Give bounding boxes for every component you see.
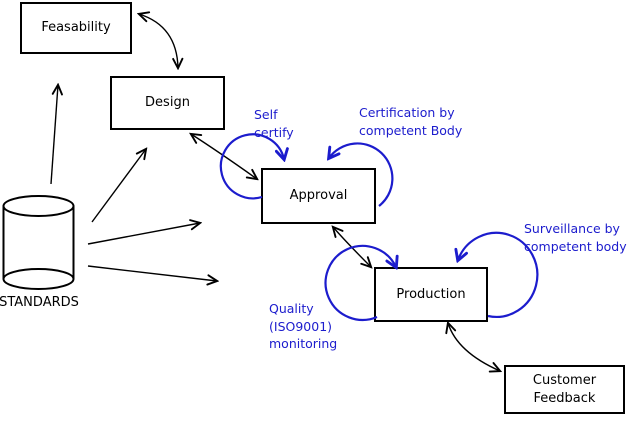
arrow-standards-to-feasability: [50, 85, 58, 185]
design-label: Design: [145, 95, 190, 110]
arrow-standards-to-production: [87, 265, 217, 281]
surveillance-line1: Surveillance by: [524, 221, 620, 236]
self-certify-line1: Self: [254, 107, 278, 122]
standards-label: STANDARDS: [0, 295, 79, 310]
production-label: Production: [396, 286, 466, 302]
approval-label: Approval: [289, 188, 348, 203]
arrow-standards-to-approval: [87, 223, 200, 245]
customer-feedback-label-line2: Feedback: [533, 390, 596, 406]
customer-feedback-box: [504, 365, 625, 414]
surveillance-annotation: Surveillance by competent body: [524, 220, 627, 255]
quality-annotation: Quality (ISO9001) monitoring: [269, 300, 337, 353]
certification-annotation: Certification by competent Body: [359, 104, 462, 139]
approval-box: [261, 168, 376, 224]
loop-surveillance: [458, 231, 539, 318]
customer-feedback-label: Customer Feedback: [505, 366, 624, 413]
arrow-design-approval: [191, 134, 257, 179]
design-box: [110, 76, 225, 130]
quality-line1: Quality: [269, 301, 314, 316]
surveillance-line2: competent body: [524, 238, 627, 254]
self-certify-line2: certify: [254, 124, 294, 140]
arrow-approval-production: [333, 227, 371, 267]
arrow-standards-to-design: [91, 149, 146, 223]
certification-line1: Certification by: [359, 105, 455, 120]
loop-quality-monitoring: [324, 244, 396, 322]
arrow-production-customer-feedback: [448, 323, 500, 371]
certification-line2: competent Body: [359, 122, 463, 138]
standards-cylinder: [2, 195, 75, 290]
loop-self-certify: [219, 133, 284, 200]
arrow-feasability-design: [139, 14, 178, 68]
feasability-label: Feasability: [41, 20, 111, 35]
quality-line2: (ISO9001): [269, 318, 333, 334]
self-certify-annotation: Self certify: [254, 106, 294, 141]
customer-feedback-label-line1: Customer: [532, 372, 597, 388]
quality-line3: monitoring: [269, 336, 338, 351]
loop-certification: [329, 142, 394, 207]
feasability-box: [20, 2, 132, 54]
production-box: [374, 267, 488, 322]
